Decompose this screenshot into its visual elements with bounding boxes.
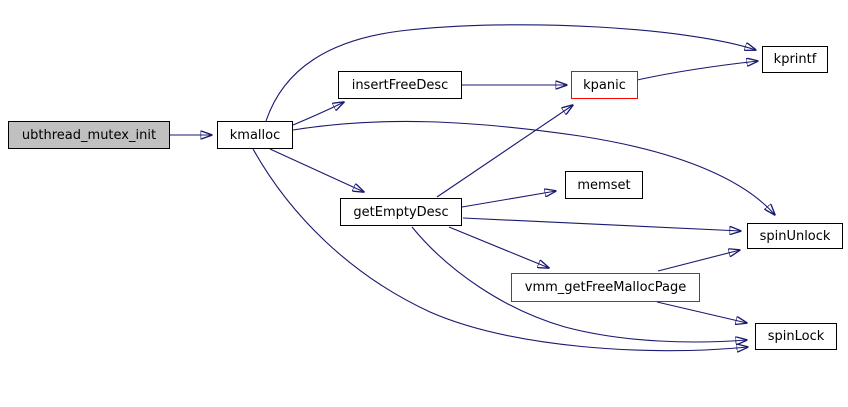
edge-getEmptyDesc-to-memset: [461, 191, 556, 208]
edge-kmalloc-to-kprintf: [265, 24, 756, 122]
edge-getEmptyDesc-to-spinLock: [411, 226, 747, 342]
edge-kpanic-to-kprintf: [636, 61, 758, 81]
node-insertFreeDesc[interactable]: insertFreeDesc: [338, 71, 462, 99]
node-kmalloc[interactable]: kmalloc: [217, 121, 293, 149]
edge-vmm_getFreeMallocPage-to-spinUnlock: [657, 250, 740, 272]
node-ubthread_mutex_init: ubthread_mutex_init: [8, 121, 170, 149]
node-vmm_getFreeMallocPage[interactable]: vmm_getFreeMallocPage: [511, 273, 700, 302]
edge-kmalloc-to-spinUnlock: [292, 120, 775, 215]
node-spinLock[interactable]: spinLock: [755, 323, 837, 350]
node-kprintf[interactable]: kprintf: [762, 46, 828, 73]
edge-getEmptyDesc-to-spinUnlock: [462, 217, 741, 231]
edge-kmalloc-to-getEmptyDesc: [269, 148, 364, 192]
edge-getEmptyDesc-to-kpanic: [436, 105, 573, 198]
edge-getEmptyDesc-to-vmm_getFreeMallocPage: [448, 226, 549, 268]
node-memset[interactable]: memset: [565, 171, 643, 199]
node-kpanic[interactable]: kpanic: [571, 71, 638, 99]
node-getEmptyDesc[interactable]: getEmptyDesc: [340, 198, 462, 226]
edge-kmalloc-to-insertFreeDesc: [292, 102, 344, 126]
edge-vmm_getFreeMallocPage-to-spinLock: [656, 301, 747, 323]
edge-kmalloc-to-spinLock: [252, 148, 748, 351]
node-spinUnlock[interactable]: spinUnlock: [747, 223, 843, 249]
